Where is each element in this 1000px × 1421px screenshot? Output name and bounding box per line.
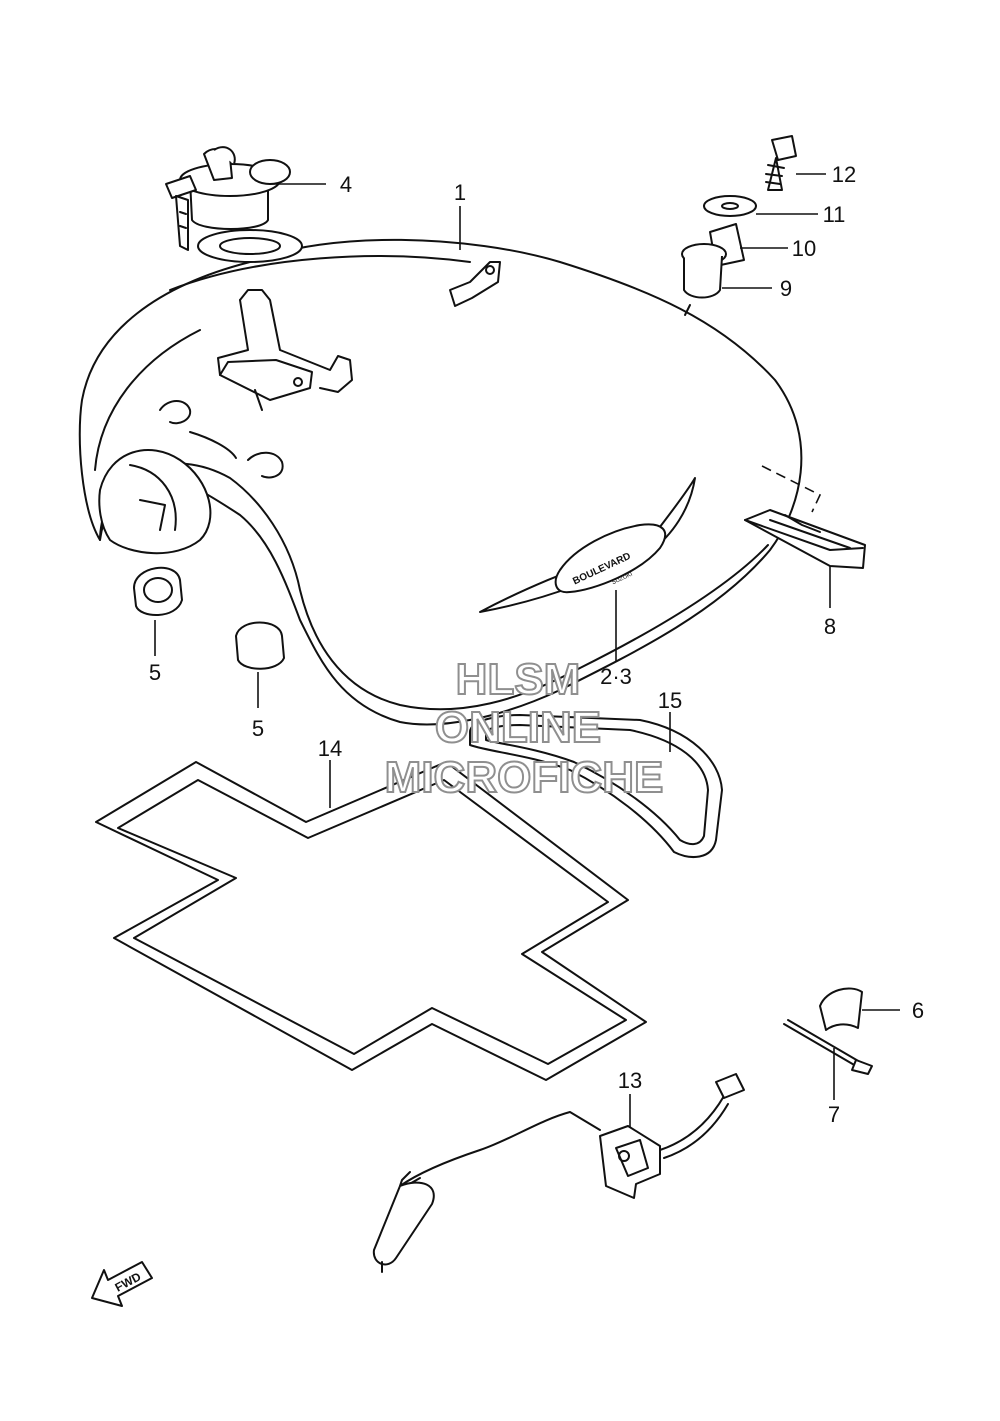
callout-12: 12	[832, 162, 856, 187]
watermark: HLSM ONLINE MICROFICHE	[384, 654, 665, 803]
callout-9: 9	[780, 276, 792, 301]
callout-11: 11	[823, 202, 846, 227]
gasket-large	[95, 761, 647, 1081]
callout-1: 1	[454, 180, 466, 205]
callout-7: 7	[828, 1102, 840, 1127]
fuel-cap	[165, 146, 291, 251]
watermark-line-2: ONLINE	[435, 703, 601, 752]
callout-14: 14	[318, 736, 342, 761]
drain-tube	[783, 1019, 873, 1075]
callout-6: 6	[912, 998, 924, 1023]
fuel-level-sender	[372, 1073, 745, 1273]
callout-2-3: 2·3	[600, 664, 632, 689]
watermark-line-3: MICROFICHE	[385, 753, 664, 802]
rubber-cap-lower	[235, 621, 285, 670]
gasket-small	[469, 714, 723, 858]
callout-5-upper: 5	[149, 660, 161, 685]
rubber-cap-upper	[133, 566, 183, 617]
callout-8: 8	[824, 614, 836, 639]
grommet	[681, 243, 727, 299]
callout-labels: 1 4 5 5 2·3 8 12 11 10 9 6 7 15 14 13	[149, 162, 924, 1127]
hose-clamp	[819, 987, 863, 1031]
washer	[703, 195, 757, 217]
fuel-tank	[78, 229, 803, 726]
callout-13: 13	[618, 1068, 642, 1093]
callout-4: 4	[340, 172, 352, 197]
fwd-arrow: FWD	[91, 1261, 153, 1307]
watermark-line-1: HLSM	[456, 655, 581, 704]
callout-15: 15	[658, 688, 682, 713]
tank-cushion	[744, 509, 866, 569]
cushion-guide-line	[761, 465, 822, 513]
bolt	[765, 135, 797, 191]
callout-10: 10	[792, 236, 816, 261]
callout-5-lower: 5	[252, 716, 264, 741]
leader-lines	[154, 173, 900, 1128]
